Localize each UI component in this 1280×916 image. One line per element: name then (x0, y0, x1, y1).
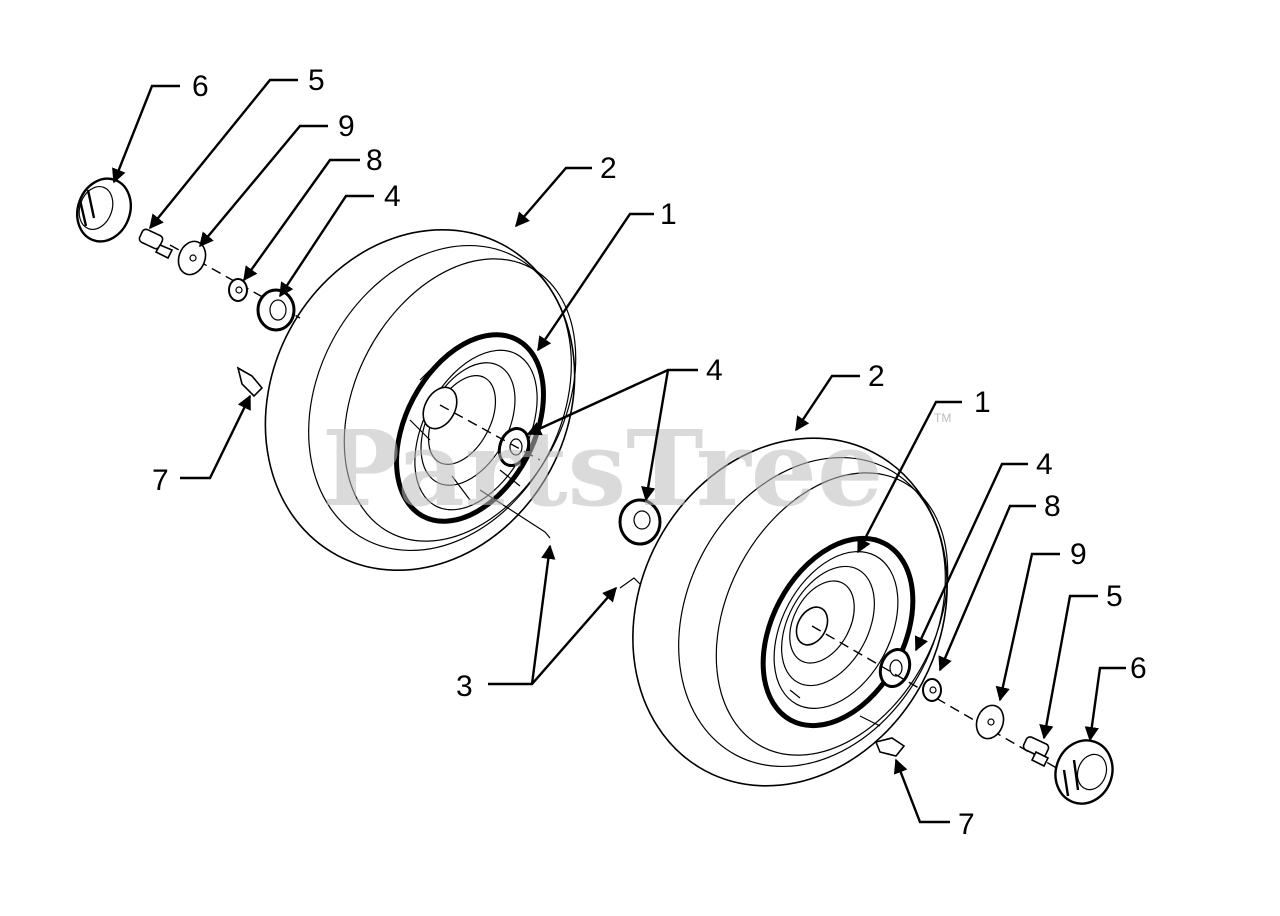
callout-9-left: 9 (338, 110, 355, 143)
callout-5-left: 5 (308, 64, 325, 97)
right-wheel (619, 437, 1061, 787)
right-valve-pin (619, 577, 641, 589)
left-wheel (169, 228, 577, 572)
left-valve-7 (236, 366, 264, 398)
callout-1-left: 1 (660, 198, 677, 231)
callout-7-right: 7 (958, 808, 975, 841)
left-valve-pin (479, 489, 551, 539)
callout-4-left: 4 (384, 180, 401, 213)
left-washer-9 (177, 240, 207, 276)
callout-7-left: 7 (152, 464, 169, 497)
right-cap-6 (1054, 739, 1114, 805)
left-bolt-5 (138, 228, 174, 260)
callout-4-middle: 4 (706, 354, 723, 387)
right-washer-8 (922, 678, 942, 702)
leader-lines (112, 78, 1126, 824)
left-rim (394, 332, 546, 524)
callout-9-right: 9 (1070, 538, 1087, 571)
right-washer-9 (975, 704, 1005, 740)
callout-6-left: 6 (192, 70, 209, 103)
callout-8-left: 8 (366, 144, 383, 177)
right-valve-7 (874, 737, 906, 757)
right-bolt-5 (1022, 736, 1050, 768)
callout-3: 3 (456, 670, 473, 703)
right-rim (760, 535, 916, 729)
callout-4-right: 4 (1036, 448, 1053, 481)
left-axle-line (439, 404, 541, 461)
left-bearing-inner (497, 427, 531, 467)
right-bearing-inner (878, 648, 912, 688)
left-washer-8 (228, 278, 248, 302)
callout-1-right: 1 (974, 386, 991, 419)
callout-2-left: 2 (600, 152, 617, 185)
watermark-tm: TM (934, 411, 951, 425)
callout-2-right: 2 (868, 360, 885, 393)
middle-bearing-4 (618, 498, 662, 546)
callout-6-right: 6 (1130, 652, 1147, 685)
callout-labels: 6 5 9 8 4 2 1 7 4 2 1 4 8 9 5 6 3 7 (152, 64, 1147, 841)
left-bearing-4 (256, 288, 296, 332)
callout-8-right: 8 (1044, 490, 1061, 523)
left-cap-6 (76, 177, 132, 243)
callout-5-right: 5 (1106, 580, 1123, 613)
watermark: PartsTree (322, 407, 883, 530)
